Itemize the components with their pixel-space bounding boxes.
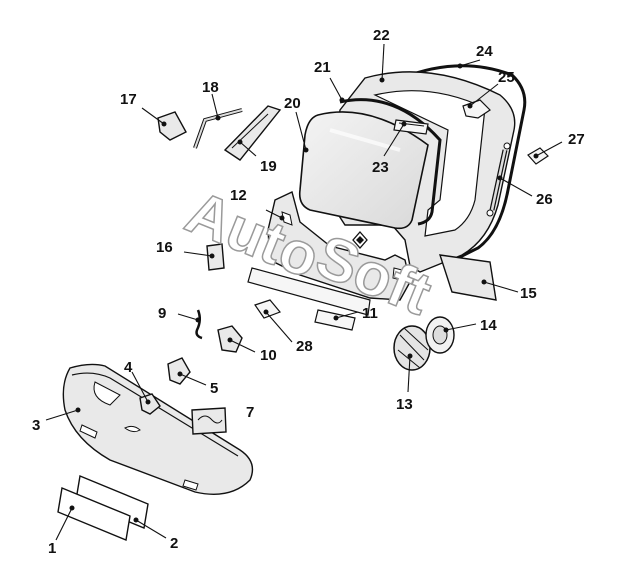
callout-13: 13	[396, 396, 413, 413]
callout-10: 10	[260, 347, 277, 364]
callout-22: 22	[373, 27, 390, 44]
callout-18: 18	[202, 79, 219, 96]
seal-24	[401, 64, 527, 264]
callout-labels: 1 2 3 4 5 7 9 10 11 12 13 14 15 16 17 18…	[32, 27, 585, 557]
bracket-15	[438, 254, 497, 301]
leader-lines	[45, 43, 563, 541]
callout-21: 21	[314, 59, 331, 76]
bracket-5	[167, 357, 191, 385]
bracket-4	[139, 393, 161, 415]
callout-20: 20	[284, 95, 301, 112]
callout-9: 9	[158, 305, 166, 322]
callout-11: 11	[362, 305, 378, 322]
callout-5: 5	[210, 380, 218, 397]
plate-bracket-2	[75, 475, 149, 529]
callout-3: 3	[32, 417, 40, 434]
callout-26: 26	[536, 191, 553, 208]
callout-27: 27	[568, 131, 585, 148]
bracket-17	[157, 111, 187, 141]
callout-2: 2	[170, 535, 178, 552]
rear-glass-20	[298, 111, 429, 230]
trim-panel-12	[267, 191, 411, 301]
wiper-motor-19	[223, 105, 282, 161]
callout-24: 24	[476, 43, 493, 60]
seal-21	[339, 98, 442, 226]
callout-7: 7	[246, 404, 254, 421]
callout-17: 17	[120, 91, 137, 108]
plate-light-28	[254, 299, 282, 319]
cover-7	[191, 407, 227, 435]
callout-25: 25	[498, 69, 515, 86]
callout-16: 16	[156, 239, 173, 256]
callout-1: 1	[48, 540, 56, 557]
handle-16	[206, 243, 225, 271]
callout-23: 23	[372, 159, 389, 176]
callout-15: 15	[520, 285, 537, 302]
callout-4: 4	[124, 359, 133, 376]
trim-strip-11	[247, 267, 371, 316]
cable-9	[195, 309, 203, 340]
callout-28: 28	[296, 338, 313, 355]
plate-1	[57, 487, 131, 541]
callout-12: 12	[230, 187, 247, 204]
callout-14: 14	[480, 317, 497, 334]
callout-19: 19	[260, 158, 277, 175]
